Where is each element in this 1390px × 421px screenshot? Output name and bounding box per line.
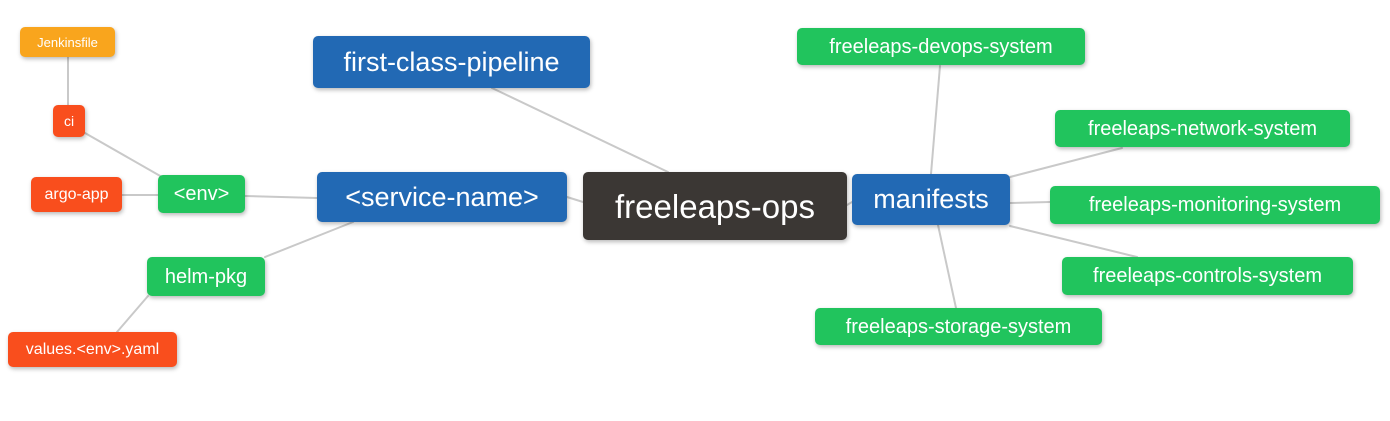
- edge-manifests-devops: [930, 65, 941, 175]
- node-network-system[interactable]: freeleaps-network-system: [1055, 110, 1350, 147]
- node-helm-pkg[interactable]: helm-pkg: [147, 257, 265, 296]
- edge-ops-manifests: [846, 201, 853, 206]
- node-freeleaps-ops[interactable]: freeleaps-ops: [583, 172, 847, 240]
- edge-manifests-storage: [937, 224, 957, 309]
- edge-service-name-ops: [566, 196, 584, 203]
- node-ci[interactable]: ci: [53, 105, 85, 137]
- edge-helm-pkg-values: [116, 295, 149, 333]
- edge-env-service-name: [244, 195, 318, 199]
- node-values-env-yaml[interactable]: values.<env>.yaml: [8, 332, 177, 367]
- node-jenkinsfile[interactable]: Jenkinsfile: [20, 27, 115, 57]
- node-env[interactable]: <env>: [158, 175, 245, 213]
- node-controls-system[interactable]: freeleaps-controls-system: [1062, 257, 1353, 295]
- node-first-class-pipeline[interactable]: first-class-pipeline: [313, 36, 590, 88]
- edge-pipeline-ops: [491, 87, 669, 173]
- node-service-name[interactable]: <service-name>: [317, 172, 567, 222]
- node-manifests[interactable]: manifests: [852, 174, 1010, 225]
- edge-ci-env: [84, 132, 163, 178]
- node-storage-system[interactable]: freeleaps-storage-system: [815, 308, 1102, 345]
- node-devops-system[interactable]: freeleaps-devops-system: [797, 28, 1085, 65]
- node-monitoring-system[interactable]: freeleaps-monitoring-system: [1050, 186, 1380, 224]
- edge-manifests-monitoring: [1009, 201, 1051, 204]
- node-argo-app[interactable]: argo-app: [31, 177, 122, 212]
- edge-service-name-helm-pkg: [264, 221, 354, 258]
- edge-manifests-controls: [1009, 225, 1138, 258]
- edge-manifests-network: [1009, 147, 1123, 178]
